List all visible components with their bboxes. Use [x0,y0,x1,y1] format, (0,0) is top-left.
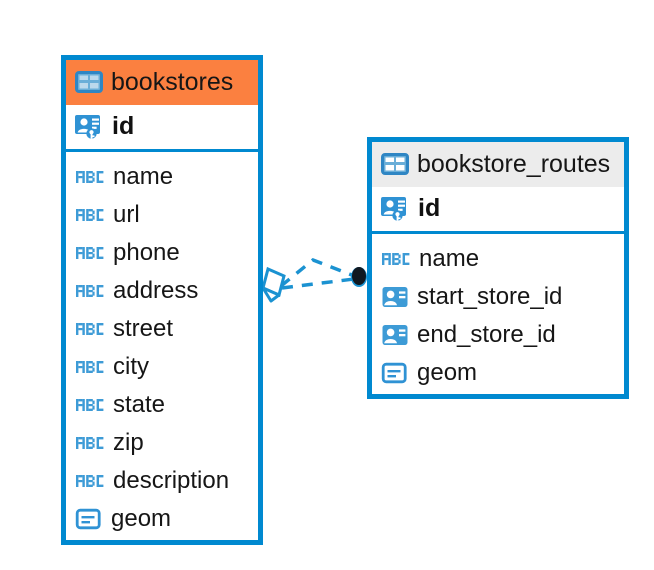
field-label: street [113,315,174,342]
field-row[interactable]: street [66,310,258,348]
field-label: phone [113,239,180,266]
field-label: start_store_id [417,283,563,310]
many-diamond-marker[interactable] [261,266,286,303]
table-icon [75,70,103,94]
entity-header-bookstore-routes[interactable]: bookstore_routes [372,142,624,187]
field-label: state [113,391,166,418]
field-label: name [419,245,480,272]
abc-icon [75,433,105,453]
primary-key-label-bookstores: id [112,112,135,140]
primary-key-row-bookstore-routes[interactable]: id [372,187,624,234]
entity-bookstores[interactable]: bookstores id [61,55,263,545]
field-row[interactable]: name [66,158,258,196]
abc-icon [75,319,105,339]
primary-key-row-bookstores[interactable]: id [66,105,258,152]
field-row[interactable]: description [66,462,258,500]
primary-key-icon [75,112,105,142]
foreign-key-icon [381,322,409,348]
primary-key-label-bookstore-routes: id [418,194,441,222]
field-row[interactable]: url [66,196,258,234]
field-list-bookstore-routes: name start_store_id [372,234,624,397]
relationship-line-lower[interactable] [281,277,355,290]
field-label: address [113,277,199,304]
abc-icon [75,205,105,225]
abc-icon [75,243,105,263]
one-filled-circle-marker[interactable] [351,267,367,287]
foreign-key-icon [381,284,409,310]
entity-bookstore-routes[interactable]: bookstore_routes id [367,137,629,399]
field-label: url [113,201,140,228]
geometry-icon [75,506,103,532]
entity-title-bookstores: bookstores [111,67,234,96]
field-row[interactable]: city [66,348,258,386]
field-row[interactable]: start_store_id [372,278,624,316]
field-label: zip [113,429,144,456]
field-row[interactable]: name [372,240,624,278]
field-row[interactable]: geom [372,354,624,392]
field-list-bookstores: name [66,152,258,543]
abc-icon [75,395,105,415]
primary-key-icon [381,194,411,224]
abc-icon [75,357,105,377]
field-label: geom [417,359,478,386]
field-row[interactable]: zip [66,424,258,462]
entity-title-bookstore-routes: bookstore_routes [417,149,611,178]
abc-icon [381,249,411,269]
field-label: geom [111,505,172,532]
field-label: city [113,353,149,380]
field-label: name [113,163,174,190]
field-row[interactable]: geom [66,500,258,538]
field-row[interactable]: end_store_id [372,316,624,354]
field-row[interactable]: phone [66,234,258,272]
entity-header-bookstores[interactable]: bookstores [66,60,258,105]
field-row[interactable]: address [66,272,258,310]
field-row[interactable]: state [66,386,258,424]
table-icon [381,152,409,176]
field-label: description [113,467,230,494]
field-label: end_store_id [417,321,556,348]
abc-icon [75,167,105,187]
abc-icon [75,281,105,301]
geometry-icon [381,360,409,386]
abc-icon [75,471,105,491]
relationship-line-upper[interactable] [279,258,358,288]
